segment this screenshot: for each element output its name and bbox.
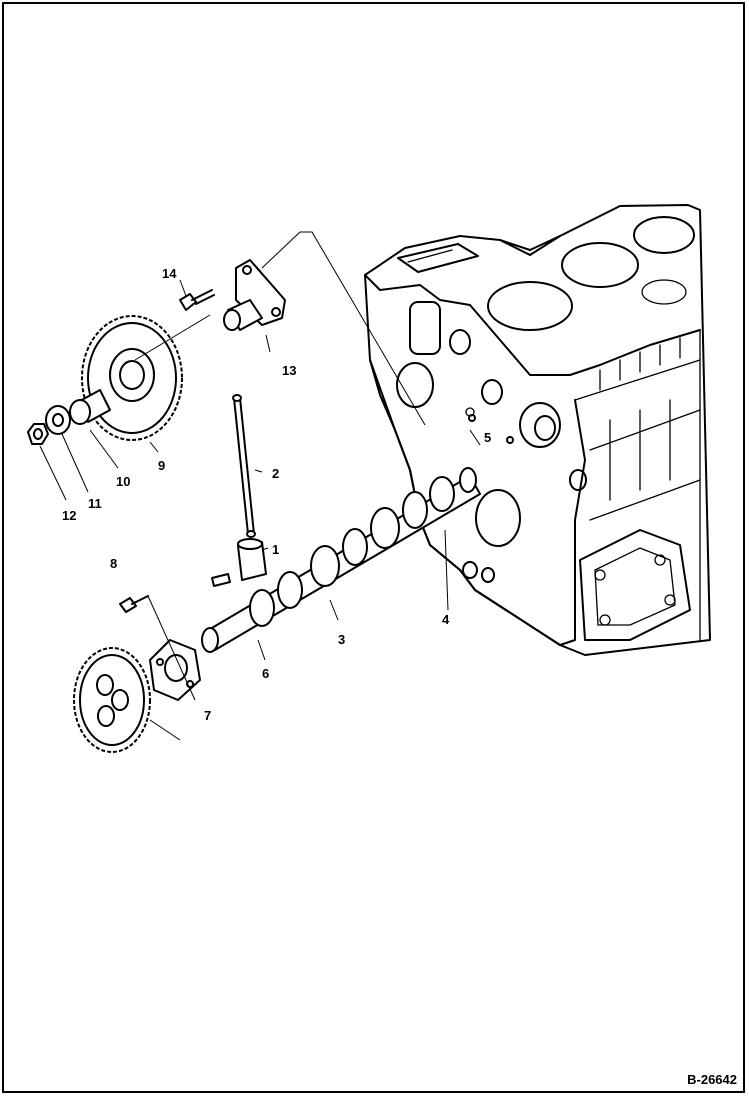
callout-3: 3 (338, 632, 345, 647)
nut (27, 423, 49, 445)
callout-8: 8 (110, 556, 117, 571)
woodruff-key (211, 573, 231, 587)
idler-gear (81, 315, 183, 441)
callout-labels: 1 2 3 4 5 6 7 8 9 10 11 12 13 14 (62, 266, 491, 723)
callout-14: 14 (162, 266, 177, 281)
callout-6: 6 (262, 666, 269, 681)
callout-9: 9 (158, 458, 165, 473)
seal-ring (534, 415, 556, 441)
callout-4: 4 (442, 612, 450, 627)
callout-11: 11 (88, 496, 102, 511)
callout-13: 13 (282, 363, 296, 378)
idler-shaft-bracket (223, 259, 286, 331)
callout-5: 5 (484, 430, 491, 445)
idler-bushing (69, 389, 111, 425)
callout-7: 7 (204, 708, 211, 723)
thrust-plate-bolt (119, 595, 149, 613)
thrust-plate (149, 639, 201, 701)
callout-12: 12 (62, 508, 76, 523)
push-rod (232, 394, 256, 538)
reference-number: B-26642 (687, 1072, 737, 1087)
callout-10: 10 (116, 474, 130, 489)
thrust-washer (45, 405, 71, 435)
callout-2: 2 (272, 466, 279, 481)
camshaft (201, 467, 481, 653)
tappet (237, 538, 267, 581)
leader-lines (39, 231, 481, 741)
bracket-bolt (179, 289, 215, 311)
camshaft-gear (73, 647, 151, 753)
callout-1: 1 (272, 542, 279, 557)
